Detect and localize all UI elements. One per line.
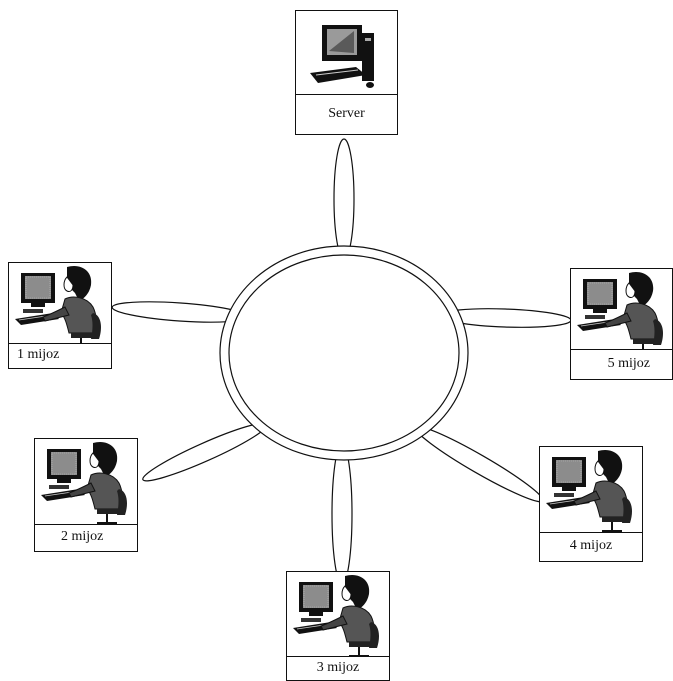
client-label-3: 3 mijoz <box>316 660 360 675</box>
user-at-computer-icon <box>35 439 137 525</box>
client-label-4: 4 mijoz <box>569 538 613 553</box>
user-at-computer-icon <box>9 263 111 344</box>
user-at-computer-icon <box>571 269 672 350</box>
client-node-2: 2 mijoz <box>34 438 138 552</box>
link-client-4 <box>414 425 544 503</box>
client-node-4: 4 mijoz <box>539 446 643 562</box>
server-node: Server <box>295 10 398 135</box>
link-server <box>333 138 355 260</box>
client-node-5: 5 mijoz <box>570 268 673 380</box>
client-node-3: 3 mijoz <box>286 571 390 681</box>
client-label-1: 1 mijoz <box>17 347 60 362</box>
ring-inner <box>228 254 460 452</box>
user-at-computer-icon <box>287 572 389 657</box>
client-label-2: 2 mijoz <box>61 529 104 544</box>
client-node-1: 1 mijoz <box>8 262 112 369</box>
server-label: Server <box>328 106 365 121</box>
server-computer-icon <box>296 11 397 95</box>
link-client-3 <box>331 443 353 585</box>
client-label-5: 5 mijoz <box>607 356 650 371</box>
user-at-computer-icon <box>540 447 642 533</box>
link-client-2 <box>142 422 268 482</box>
